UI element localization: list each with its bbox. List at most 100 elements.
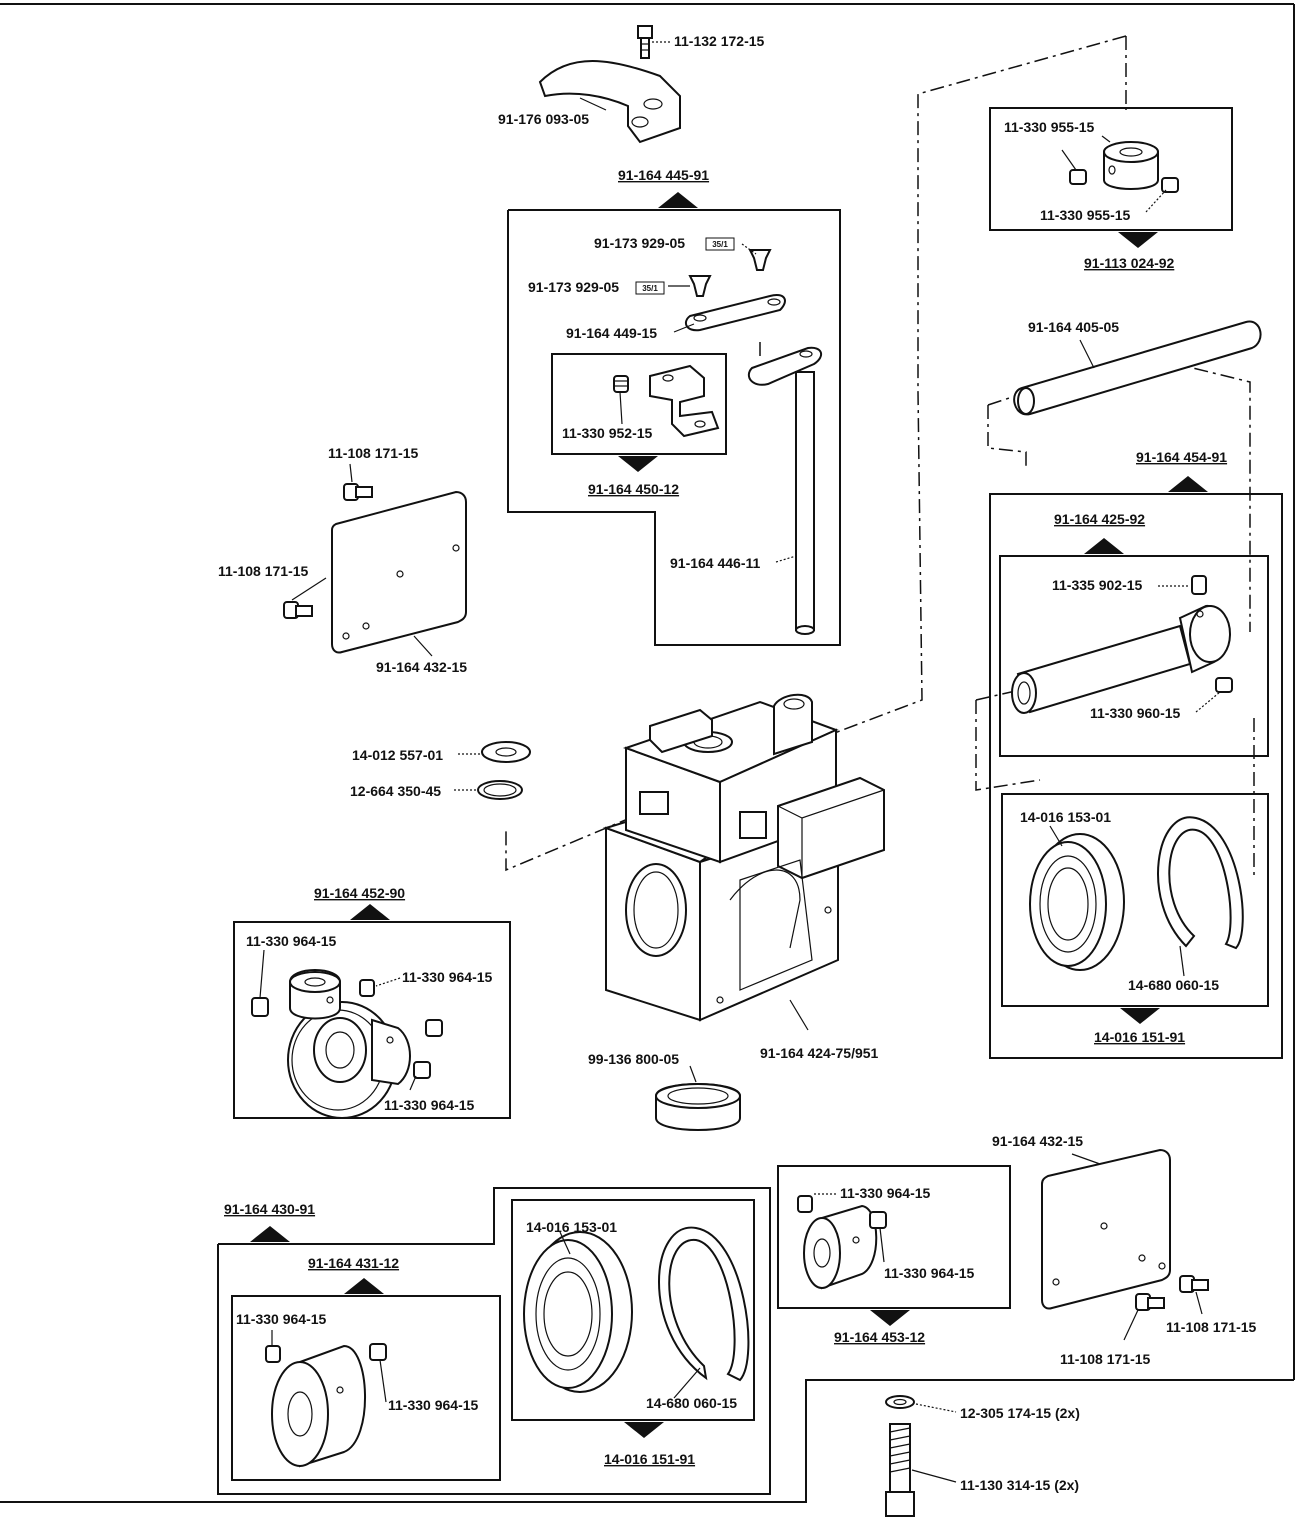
setscrew-024-b [1161, 177, 1179, 193]
shaft-arm-part [747, 346, 823, 635]
label-bolt: 11-130 314-15 (2x) [960, 1477, 1079, 1493]
gear-setscrew-b [359, 979, 375, 997]
bracket-part [649, 364, 720, 438]
label-bushing: 99-136 800-05 [588, 1051, 679, 1067]
label-cover-right: 91-164 432-15 [992, 1133, 1083, 1149]
screw-right-b-part [1135, 1293, 1165, 1311]
kit-box-452 [233, 904, 511, 1119]
ring-small-part [477, 780, 523, 800]
link-part [684, 294, 786, 332]
label-collar-b: 11-330 955-15 [1040, 207, 1131, 223]
bearing-bottom-part [523, 1231, 633, 1393]
label-collar431-a: 11-330 964-15 [236, 1311, 327, 1327]
label-rivet-a: 91-173 929-05 [594, 235, 685, 251]
label-kit-453: 91-164 453-12 [834, 1329, 925, 1345]
label-washer: 12-305 174-15 (2x) [960, 1405, 1080, 1421]
label-kit-425: 91-164 425-92 [1054, 511, 1145, 527]
gear-setscrew-d [413, 1061, 431, 1079]
setscrew-024-a [1069, 169, 1087, 185]
collar-431-part [271, 1344, 366, 1468]
label-setscrew-960: 11-330 960-15 [1090, 705, 1181, 721]
label-gear-ss-b: 11-330 964-15 [402, 969, 493, 985]
hollow-shaft-part [1011, 604, 1231, 714]
label-screw-right-a: 11-108 171-15 [1166, 1319, 1257, 1335]
stamp-b: 35/1 [635, 281, 665, 295]
collar-024-part [1103, 141, 1159, 190]
screw-right-a-part [1179, 1275, 1209, 1293]
assembly-lines [505, 35, 1255, 880]
bearing-small-part [481, 741, 531, 763]
kit-box-425 [999, 538, 1269, 757]
part-labels: 11-132 172-15 91-176 093-05 91-164 445-9… [218, 33, 1257, 1493]
bushing-part [655, 1083, 741, 1131]
label-rivet-b: 91-173 929-05 [528, 279, 619, 295]
bevel-gear-part [287, 969, 411, 1119]
bearing-right-part [1029, 833, 1125, 971]
lever-part [538, 60, 681, 144]
label-collar453-b: 11-330 964-15 [884, 1265, 975, 1281]
page-frame [0, 3, 1295, 1503]
label-lever-top: 91-176 093-05 [498, 111, 589, 127]
washer-part [885, 1395, 915, 1409]
label-bearing-small: 14-012 557-01 [352, 747, 443, 763]
rivet-b [688, 275, 712, 297]
shaft-405-part [1013, 320, 1262, 416]
label-link-449: 91-164 449-15 [566, 325, 657, 341]
kit-box-151-bottom [511, 1199, 755, 1438]
kit-box-453 [777, 1165, 1011, 1326]
bolt-part [885, 1423, 915, 1517]
svg-text:35/1: 35/1 [712, 240, 728, 249]
label-collar431-b: 11-330 964-15 [388, 1397, 479, 1413]
cover-plate-left [331, 490, 467, 654]
label-kit-452: 91-164 452-90 [314, 885, 405, 901]
label-cover-left: 91-164 432-15 [376, 659, 467, 675]
snap-ring-right-part [1157, 816, 1244, 950]
kit-box-024 [989, 107, 1233, 248]
label-housing: 91-164 424-75/951 [760, 1045, 879, 1061]
label-kit-454: 91-164 454-91 [1136, 449, 1227, 465]
kit-box-450 [551, 353, 727, 472]
snap-ring-bottom-part [658, 1226, 750, 1382]
label-setscrew-952: 11-330 952-15 [562, 425, 653, 441]
label-screw-right-b: 11-108 171-15 [1060, 1351, 1151, 1367]
label-collar-a: 11-330 955-15 [1004, 119, 1095, 135]
label-screw-top: 11-132 172-15 [674, 33, 765, 49]
label-ring-right: 14-680 060-15 [1128, 977, 1219, 993]
housing-part [602, 693, 885, 1022]
label-kit-151-right: 14-016 151-91 [1094, 1029, 1185, 1045]
label-shaft-405: 91-164 405-05 [1028, 319, 1119, 335]
label-kit-431: 91-164 431-12 [308, 1255, 399, 1271]
label-gear-ss-a: 11-330 964-15 [246, 933, 337, 949]
label-kit-024: 91-113 024-92 [1084, 255, 1175, 271]
kit-box-151-right [1001, 793, 1269, 1024]
label-screw-left-b: 11-108 171-15 [218, 563, 309, 579]
label-ring-small: 12-664 350-45 [350, 783, 441, 799]
collar431-setscrew-a [265, 1345, 281, 1363]
setscrew-960-part [1215, 677, 1233, 693]
kit-box-445 [507, 192, 841, 646]
label-setscrew-902: 11-335 902-15 [1052, 577, 1143, 593]
rivet-a [748, 249, 772, 271]
svg-text:35/1: 35/1 [642, 284, 658, 293]
label-screw-left-a: 11-108 171-15 [328, 445, 419, 461]
stamp-a: 35/1 [705, 237, 735, 251]
gear-setscrew-c [425, 1019, 443, 1037]
label-ring-bottom: 14-680 060-15 [646, 1395, 737, 1411]
setscrew-952-part [613, 375, 629, 393]
label-gear-ss-c: 11-330 964-15 [384, 1097, 475, 1113]
label-collar453-a: 11-330 964-15 [840, 1185, 931, 1201]
screw-top [637, 25, 653, 59]
collar453-setscrew-b [869, 1211, 887, 1229]
label-kit-151-bottom: 14-016 151-91 [604, 1451, 695, 1467]
collar431-setscrew-b [369, 1343, 387, 1361]
collar-453-part [803, 1204, 878, 1290]
kit-box-454 [989, 476, 1283, 1059]
label-shaft-446: 91-164 446-11 [670, 555, 761, 571]
label-kit-445: 91-164 445-91 [618, 167, 709, 183]
label-bearing-right: 14-016 153-01 [1020, 809, 1111, 825]
leader-lines [259, 41, 1221, 1483]
cover-plate-right [1041, 1148, 1171, 1310]
setscrew-902-part [1191, 575, 1207, 595]
